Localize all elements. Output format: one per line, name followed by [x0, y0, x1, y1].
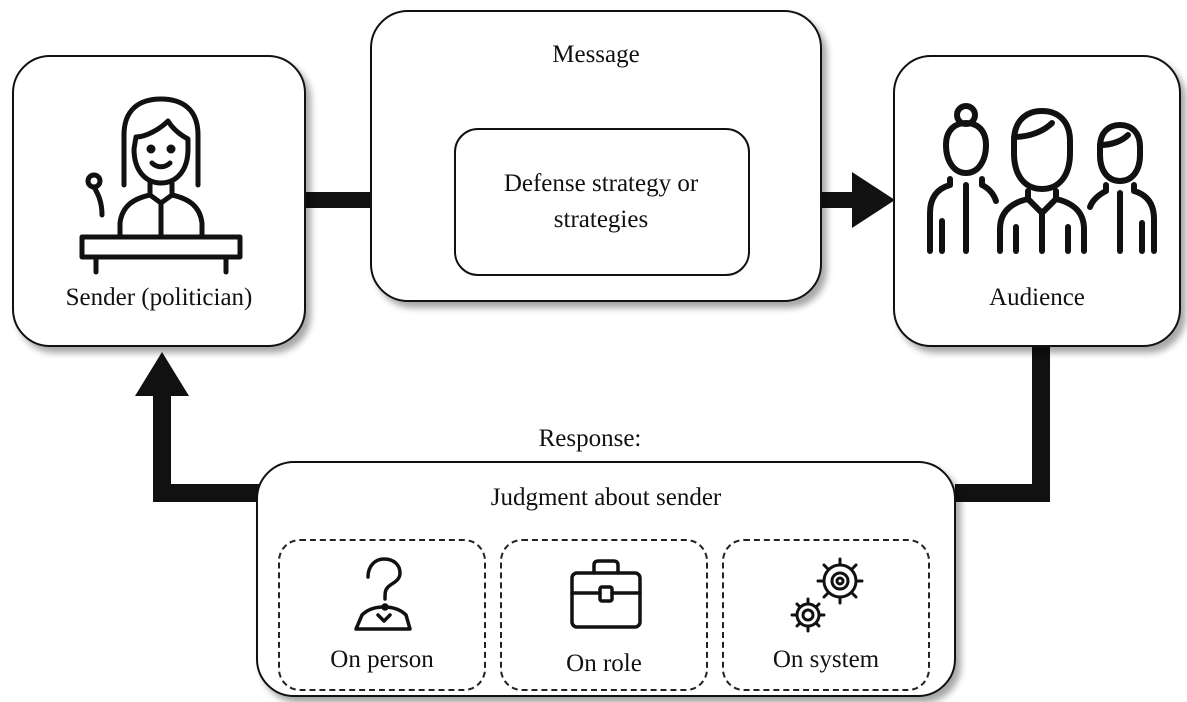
gears-icon — [790, 557, 864, 633]
arrow-message-to-audience-head — [852, 172, 895, 228]
speaker-at-podium-icon — [79, 96, 243, 275]
judgment-item-person-label: On person — [330, 646, 434, 673]
connector-from-response — [153, 484, 260, 502]
message-title: Message — [552, 41, 640, 68]
judgment-label: Judgment about sender — [490, 484, 722, 511]
message-box: Message Defense strategy or strategies — [370, 10, 822, 302]
audience-group-icon — [927, 103, 1157, 254]
audience-box: Audience — [893, 55, 1181, 347]
audience-label: Audience — [989, 284, 1085, 311]
briefcase-icon — [570, 559, 642, 629]
judgment-item-person: On person — [278, 539, 486, 691]
judgment-item-role: On role — [500, 539, 708, 691]
response-box: Judgment about sender On person On role — [256, 461, 956, 697]
judgment-item-role-label: On role — [566, 650, 642, 677]
judgment-item-system: On system — [722, 539, 930, 691]
response-title: Response: — [538, 425, 642, 452]
connector-audience-down — [1032, 345, 1050, 502]
judgment-item-system-label: On system — [772, 646, 880, 673]
arrow-response-to-sender-head — [135, 352, 189, 396]
defense-strategy-box: Defense strategy or strategies — [454, 128, 750, 276]
sender-label: Sender (politician) — [65, 284, 253, 311]
defense-strategy-label: Defense strategy or strategies — [503, 170, 699, 233]
sender-box: Sender (politician) — [12, 55, 306, 347]
person-question-icon — [354, 557, 412, 631]
connector-to-response — [955, 484, 1050, 502]
arrow-response-to-sender-shaft — [153, 385, 171, 502]
